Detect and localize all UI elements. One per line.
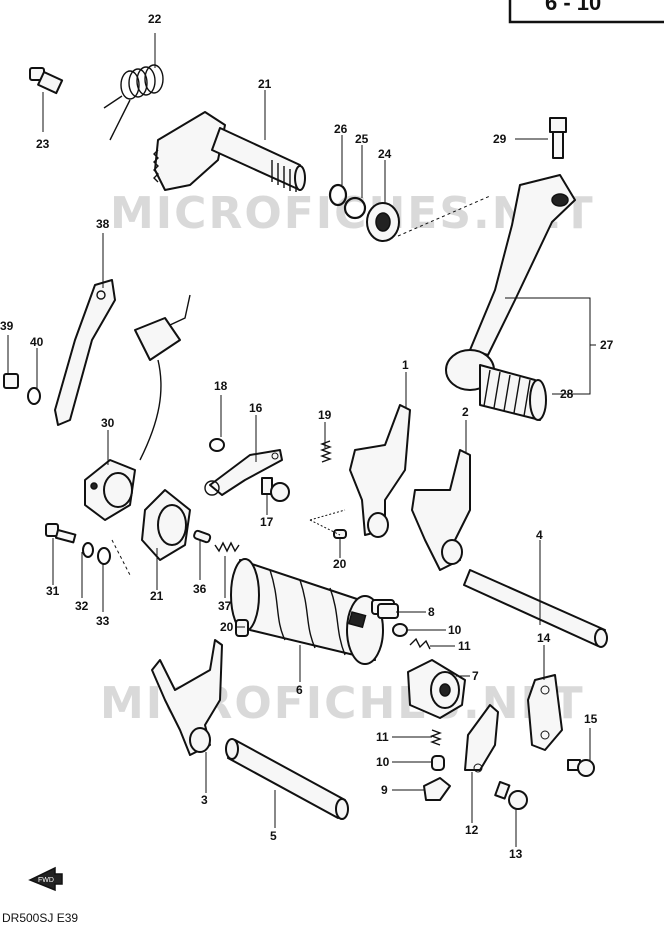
part-5-fork-shaft xyxy=(225,738,349,820)
callout-27: 25 xyxy=(355,132,369,146)
callout-10-upper: 10 xyxy=(448,623,462,637)
part-29-gearshift-lever xyxy=(469,174,576,356)
callout-37: 37 xyxy=(218,599,232,613)
part-4-fork-shaft xyxy=(463,569,608,648)
callout-20: 20 xyxy=(333,557,347,571)
part-23-gearshift-shaft xyxy=(153,111,306,192)
part-2-shift-fork xyxy=(411,449,471,571)
callout-39: 39 xyxy=(0,319,14,333)
part-6-gearshift-cam xyxy=(230,558,395,665)
part-40-washer xyxy=(27,387,41,405)
part-7-cam-driven-gear xyxy=(407,659,466,719)
callout-3: 3 xyxy=(201,793,208,807)
part-12-cam-guide xyxy=(464,704,499,773)
part-30-footpeg-rubber xyxy=(445,349,547,421)
part-27-washer xyxy=(343,196,367,220)
part-21-switch-rotor xyxy=(141,489,191,561)
callout-18: 18 xyxy=(214,379,228,393)
callout-7: 7 xyxy=(472,669,479,683)
callout-numbers: 22 23 21 26 25 24 29 27 28 38 39 40 30 1… xyxy=(0,12,614,861)
callout-11-lower: 11 xyxy=(376,730,389,744)
part-15-screw xyxy=(567,759,595,777)
callout-12: 12 xyxy=(465,823,479,837)
part-28-circlip xyxy=(328,183,348,207)
part-14-cam-stopper-plate xyxy=(527,674,563,751)
callout-11-upper: 11 xyxy=(458,639,471,653)
model-label: DR500SJ E39 xyxy=(2,911,78,925)
part-16-stopper-plate xyxy=(204,449,283,496)
callout-2: 2 xyxy=(462,405,469,419)
part-20-pin xyxy=(309,509,347,539)
callout-36: 36 xyxy=(193,582,207,596)
callout-23: 21 xyxy=(258,77,272,91)
part-22-pin xyxy=(235,619,249,637)
callout-14: 14 xyxy=(537,631,551,645)
part-1-shift-fork xyxy=(349,404,411,538)
callout-1: 1 xyxy=(402,358,409,372)
part-neutral-switch-lead xyxy=(134,294,191,461)
callout-16: 16 xyxy=(249,401,263,415)
page-code-box: 6 - 10 xyxy=(508,0,664,24)
callout-13: 13 xyxy=(509,847,523,861)
part-31-bolt xyxy=(549,117,567,159)
callout-38: 38 xyxy=(96,217,110,231)
front-label: FWD xyxy=(38,877,54,884)
callout-31: 29 xyxy=(493,132,507,146)
part-11-spring-upper xyxy=(409,637,431,650)
part-18-washer xyxy=(209,438,225,452)
part-11-spring-lower xyxy=(430,729,442,746)
callout-15: 15 xyxy=(584,712,598,726)
callout-32: 30 xyxy=(101,416,115,430)
part-32-neutral-switch xyxy=(84,459,136,521)
callout-40: 40 xyxy=(30,335,44,349)
callout-10-lower: 10 xyxy=(376,755,390,769)
callout-17: 17 xyxy=(260,515,274,529)
callout-29: 27 xyxy=(600,338,614,352)
part-13-screw xyxy=(494,781,528,810)
callout-21: 21 xyxy=(150,589,164,603)
part-37-spring xyxy=(214,541,240,553)
page-code: 6 - 10 xyxy=(545,0,601,15)
part-34-washer xyxy=(82,542,94,558)
callout-5: 5 xyxy=(270,829,277,843)
callout-22: 20 xyxy=(220,620,234,634)
callout-6: 6 xyxy=(296,683,303,697)
leader-lines xyxy=(7,33,596,847)
part-35-washer xyxy=(97,547,111,565)
part-10-pin-lower xyxy=(431,755,445,771)
callout-30: 28 xyxy=(560,387,574,401)
part-9-pawl xyxy=(423,777,451,801)
callout-4: 4 xyxy=(536,528,543,542)
part-19-spring xyxy=(320,440,332,463)
part-26-oil-seal xyxy=(366,202,400,242)
callout-9: 9 xyxy=(381,783,388,797)
part-33-bolt xyxy=(45,523,77,544)
part-24-spring xyxy=(103,64,164,141)
part-8-cam-driven-pin xyxy=(377,603,399,619)
callout-34: 32 xyxy=(75,599,89,613)
callout-35: 33 xyxy=(96,614,110,628)
part-39-bolt xyxy=(3,373,19,389)
front-arrow-icon: FWD xyxy=(28,866,63,892)
part-38-cam-stopper-plate xyxy=(54,279,116,426)
part-25-bolt xyxy=(29,67,64,95)
callout-8: 8 xyxy=(428,605,435,619)
callout-19: 19 xyxy=(318,408,332,422)
part-3-shift-fork xyxy=(151,639,223,756)
callout-33: 31 xyxy=(46,584,60,598)
callout-28: 26 xyxy=(334,122,348,136)
part-10-pin-upper xyxy=(392,623,408,637)
callout-25: 23 xyxy=(36,137,50,151)
callout-26: 24 xyxy=(378,147,392,161)
part-36-pin xyxy=(193,529,212,544)
callout-24: 22 xyxy=(148,12,162,26)
part-17-bolt xyxy=(261,477,290,502)
